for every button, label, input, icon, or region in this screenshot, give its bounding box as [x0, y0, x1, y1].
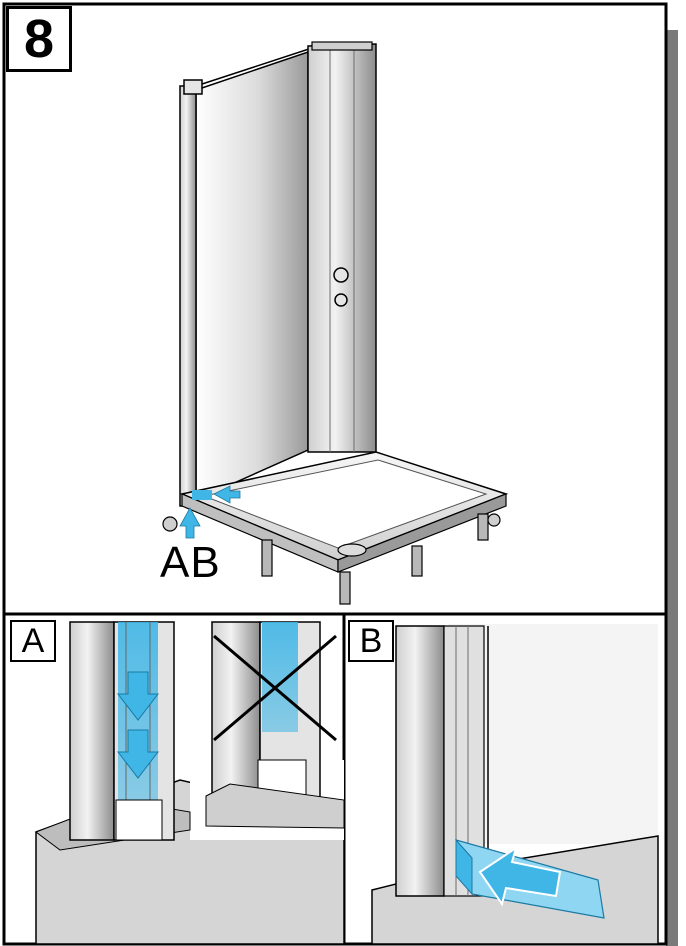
seal-insert-wrong	[262, 622, 298, 732]
glass-side-panel	[195, 50, 309, 502]
incorrect-profile	[211, 621, 261, 803]
shower-enclosure	[162, 41, 509, 605]
left-profile-post	[179, 85, 197, 507]
profile-post-b	[395, 625, 445, 897]
back-wall-panel	[307, 43, 377, 453]
arrow-left-icon	[478, 845, 562, 907]
detail-panel-a	[34, 621, 345, 945]
arrow-left-icon	[213, 485, 241, 504]
diverter-knob-icon	[334, 293, 348, 307]
mixer-knob-icon	[333, 267, 349, 283]
frame-shadow-right	[666, 30, 678, 946]
step-number-badge: 8	[6, 6, 72, 72]
arrow-down-icon	[116, 671, 160, 721]
correct-profile	[69, 621, 115, 841]
callout-label: AB	[160, 538, 221, 587]
arrow-down-icon	[116, 729, 160, 779]
adjustable-feet	[162, 513, 501, 605]
panel-label-b: B	[348, 620, 394, 662]
detail-panel-b	[371, 624, 659, 945]
panel-label-a: A	[10, 620, 56, 662]
post-cap	[183, 79, 203, 95]
arrow-up-icon	[179, 507, 201, 539]
drain-icon	[337, 543, 367, 557]
seal-strip	[192, 490, 212, 500]
